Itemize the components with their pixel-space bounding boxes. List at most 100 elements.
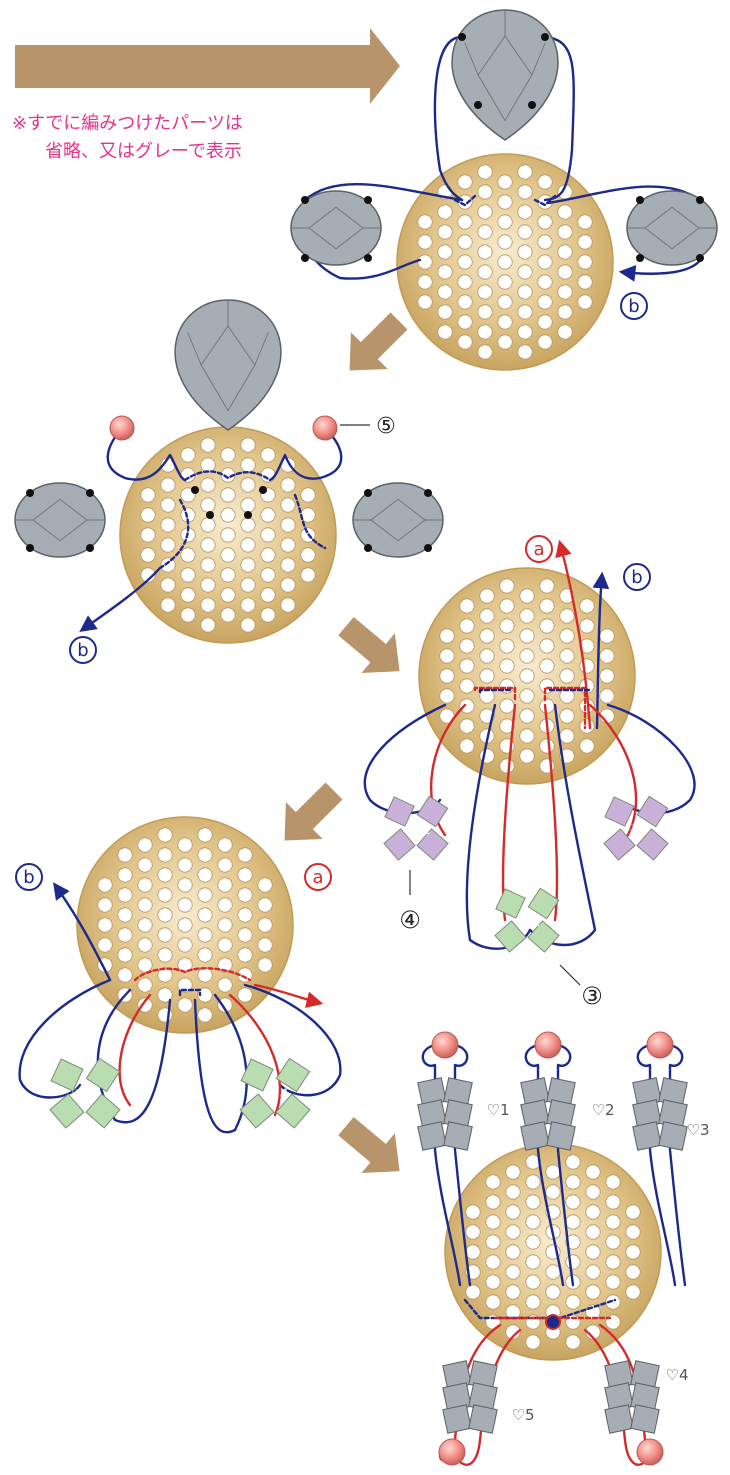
disc-step2-hole bbox=[201, 518, 215, 532]
disc-step4-hole bbox=[158, 828, 172, 842]
disc-step3-hole bbox=[480, 669, 494, 683]
disc-step2-hole bbox=[181, 588, 195, 602]
disc-step1-hole bbox=[438, 305, 452, 319]
disc-step2-hole bbox=[201, 438, 215, 452]
disc-step5-hole bbox=[626, 1285, 640, 1299]
bead-column-low-1-bead bbox=[443, 1405, 471, 1433]
bead-column-2-bead bbox=[521, 1122, 549, 1150]
disc-step3-hole bbox=[500, 579, 514, 593]
disc-step2-hole bbox=[281, 478, 295, 492]
disc-step3-hole bbox=[500, 759, 514, 773]
disc-step5-hole bbox=[606, 1195, 620, 1209]
disc-step4-hole bbox=[258, 958, 272, 972]
disc-step4-hole bbox=[238, 888, 252, 902]
disc-step4-hole bbox=[138, 978, 152, 992]
disc-step4-hole bbox=[218, 878, 232, 892]
disc-step1-hole bbox=[518, 325, 532, 339]
disc-step4-hole bbox=[158, 848, 172, 862]
disc-step5-hole bbox=[606, 1235, 620, 1249]
disc-step4-hole bbox=[198, 868, 212, 882]
disc-step1-hole bbox=[458, 255, 472, 269]
disc-step2-hole bbox=[221, 548, 235, 562]
stone-hole-dot bbox=[636, 254, 644, 262]
disc-step4-hole bbox=[158, 928, 172, 942]
disc-step4-hole bbox=[118, 868, 132, 882]
disc-step5-hole bbox=[526, 1215, 540, 1229]
stone-hole-dot bbox=[474, 101, 482, 109]
disc-step1-hole bbox=[438, 205, 452, 219]
disc-step3-hole bbox=[540, 579, 554, 593]
disc-step1-hole bbox=[458, 175, 472, 189]
disc-step1-hole bbox=[538, 255, 552, 269]
disc-step5-hole bbox=[486, 1255, 500, 1269]
disc-step2-hole bbox=[181, 608, 195, 622]
disc-step3-hole bbox=[460, 679, 474, 693]
disc-step5-hole bbox=[586, 1185, 600, 1199]
disc-step4-hole bbox=[218, 978, 232, 992]
disc-step3-hole bbox=[520, 729, 534, 743]
step-arrow-main bbox=[15, 28, 400, 104]
stone-hole-dot bbox=[636, 196, 644, 204]
disc-step2-hole bbox=[241, 538, 255, 552]
disc-step3-hole bbox=[520, 629, 534, 643]
disc-step4-hole bbox=[198, 948, 212, 962]
disc-step5-hole bbox=[606, 1175, 620, 1189]
disc-step1-hole bbox=[478, 225, 492, 239]
disc-step4-hole bbox=[118, 968, 132, 982]
bead-column-low-2-bead bbox=[605, 1405, 633, 1433]
disc-step1-hole bbox=[478, 245, 492, 259]
disc-step5-hole bbox=[526, 1195, 540, 1209]
disc-step2-hole bbox=[161, 538, 175, 552]
disc-step5-hole bbox=[486, 1215, 500, 1229]
disc-step1-hole bbox=[538, 235, 552, 249]
disc-step5-hole bbox=[506, 1225, 520, 1239]
disc-step3-hole bbox=[480, 609, 494, 623]
disc-step1-hole bbox=[578, 255, 592, 269]
disc-step3-hole bbox=[540, 619, 554, 633]
stone-hole-dot bbox=[364, 254, 372, 262]
disc-step2-hole bbox=[281, 498, 295, 512]
disc-step4-hole bbox=[238, 868, 252, 882]
label-h3-step3: ♡3 bbox=[627, 822, 648, 838]
disc-step1-hole bbox=[578, 295, 592, 309]
disc-step5-hole bbox=[566, 1195, 580, 1209]
disc-step2-hole bbox=[261, 568, 275, 582]
disc-step4-hole bbox=[198, 888, 212, 902]
disc-step2-hole bbox=[181, 448, 195, 462]
stone-hole-dot bbox=[424, 489, 432, 497]
disc-step3-hole bbox=[520, 749, 534, 763]
disc-step1-hole bbox=[578, 215, 592, 229]
pearl-bottom-2 bbox=[637, 1439, 663, 1465]
disc-step3-hole bbox=[460, 599, 474, 613]
disc-step4-hole bbox=[238, 848, 252, 862]
disc-step1-hole bbox=[438, 265, 452, 279]
disc-step1-hole bbox=[558, 265, 572, 279]
disc-step3-hole bbox=[560, 629, 574, 643]
label-b-step4: b bbox=[23, 867, 34, 888]
disc-step3-hole bbox=[480, 589, 494, 603]
pearl-top-3 bbox=[647, 1032, 673, 1058]
disc-step3-hole bbox=[500, 639, 514, 653]
disc-step2-hole bbox=[281, 578, 295, 592]
disc-step4-hole bbox=[238, 908, 252, 922]
disc-step4-hole bbox=[98, 918, 112, 932]
disc-step4-hole bbox=[238, 928, 252, 942]
disc-step4-hole bbox=[218, 858, 232, 872]
disc-step4-hole bbox=[198, 928, 212, 942]
disc-step5-hole bbox=[466, 1245, 480, 1259]
label-h2-step5: ♡2 bbox=[592, 1101, 615, 1119]
disc-step2-hole bbox=[241, 618, 255, 632]
disc-step5-hole bbox=[466, 1225, 480, 1239]
label-b-step1: b bbox=[628, 296, 639, 317]
disc-step4-hole bbox=[258, 938, 272, 952]
disc-step2-hole bbox=[141, 488, 155, 502]
disc-step1-hole bbox=[538, 175, 552, 189]
disc-step5-hole bbox=[586, 1225, 600, 1239]
stone-hole-dot bbox=[541, 33, 549, 41]
label-h1-step5: ♡1 bbox=[487, 1101, 510, 1119]
disc-step4-hole bbox=[138, 958, 152, 972]
disc-step3-hole bbox=[460, 719, 474, 733]
disc-step5-hole bbox=[626, 1205, 640, 1219]
disc-step2-hole bbox=[201, 578, 215, 592]
bead-column-1-bead bbox=[418, 1122, 446, 1150]
